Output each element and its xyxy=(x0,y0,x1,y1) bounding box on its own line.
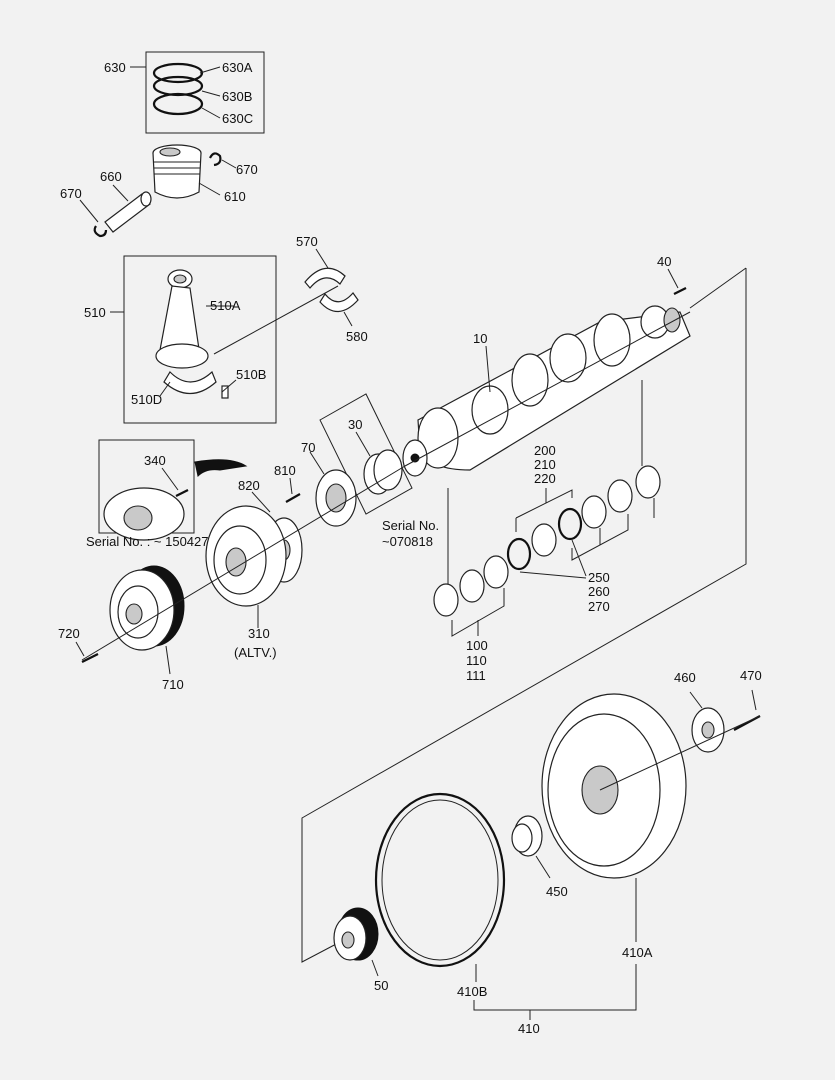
label-510b: 510B xyxy=(236,367,266,382)
label-660: 660 xyxy=(100,169,122,184)
label-670-left: 670 xyxy=(60,186,82,201)
flywheel-bushing xyxy=(511,815,551,879)
label-720: 720 xyxy=(58,626,80,641)
conrod-bearing-shells xyxy=(304,248,359,327)
lower-main-bearings xyxy=(433,488,509,637)
crank-pulley xyxy=(205,505,287,628)
part-labels: 630 630A 630B 630C 670 660 610 670 570 5… xyxy=(58,60,762,1036)
label-50: 50 xyxy=(374,978,388,993)
flywheel-plate-bolt xyxy=(599,689,761,791)
label-210: 210 xyxy=(534,457,556,472)
label-200: 200 xyxy=(534,443,556,458)
label-70: 70 xyxy=(301,440,315,455)
label-570: 570 xyxy=(296,234,318,249)
label-460: 460 xyxy=(674,670,696,685)
label-630b: 630B xyxy=(222,89,252,104)
label-340: 340 xyxy=(144,453,166,468)
label-470: 470 xyxy=(740,668,762,683)
crankshaft xyxy=(402,267,747,477)
label-510a: 510A xyxy=(210,298,241,313)
label-630c: 630C xyxy=(222,111,253,126)
label-410b: 410B xyxy=(457,984,487,999)
label-serial-a: Serial No. : ~ 150427 xyxy=(86,534,209,549)
ring-gear xyxy=(374,792,506,982)
label-710: 710 xyxy=(162,677,184,692)
label-serial-b1: Serial No. xyxy=(382,518,439,533)
thrust-plate xyxy=(309,451,357,527)
label-100: 100 xyxy=(466,638,488,653)
label-220: 220 xyxy=(534,471,556,486)
label-altv: (ALTV.) xyxy=(234,645,277,660)
label-580: 580 xyxy=(346,329,368,344)
label-610: 610 xyxy=(224,189,246,204)
flywheel xyxy=(541,693,687,942)
label-670-right: 670 xyxy=(236,162,258,177)
upper-main-bearings xyxy=(506,380,661,579)
old-pulley-group xyxy=(98,439,248,541)
label-40: 40 xyxy=(657,254,671,269)
label-410: 410 xyxy=(518,1021,540,1036)
label-310: 310 xyxy=(248,626,270,641)
label-110: 110 xyxy=(466,653,487,668)
label-serial-b2: ~070818 xyxy=(382,534,433,549)
label-630: 630 xyxy=(104,60,126,75)
label-510: 510 xyxy=(84,305,106,320)
piston-assembly xyxy=(79,144,237,238)
label-820: 820 xyxy=(238,478,260,493)
label-260: 260 xyxy=(588,584,610,599)
label-410a: 410A xyxy=(622,945,653,960)
vibration-damper xyxy=(75,465,406,675)
label-630a: 630A xyxy=(222,60,253,75)
crank-rear-gear xyxy=(333,907,379,977)
label-111: 111 xyxy=(466,668,486,683)
label-270: 270 xyxy=(588,599,610,614)
label-30: 30 xyxy=(348,417,362,432)
label-250: 250 xyxy=(588,570,610,585)
connecting-rod-group xyxy=(110,255,339,424)
label-810: 810 xyxy=(274,463,296,478)
label-450: 450 xyxy=(546,884,568,899)
label-10: 10 xyxy=(473,331,487,346)
piston-rings-group xyxy=(130,51,265,134)
label-510d: 510D xyxy=(131,392,162,407)
